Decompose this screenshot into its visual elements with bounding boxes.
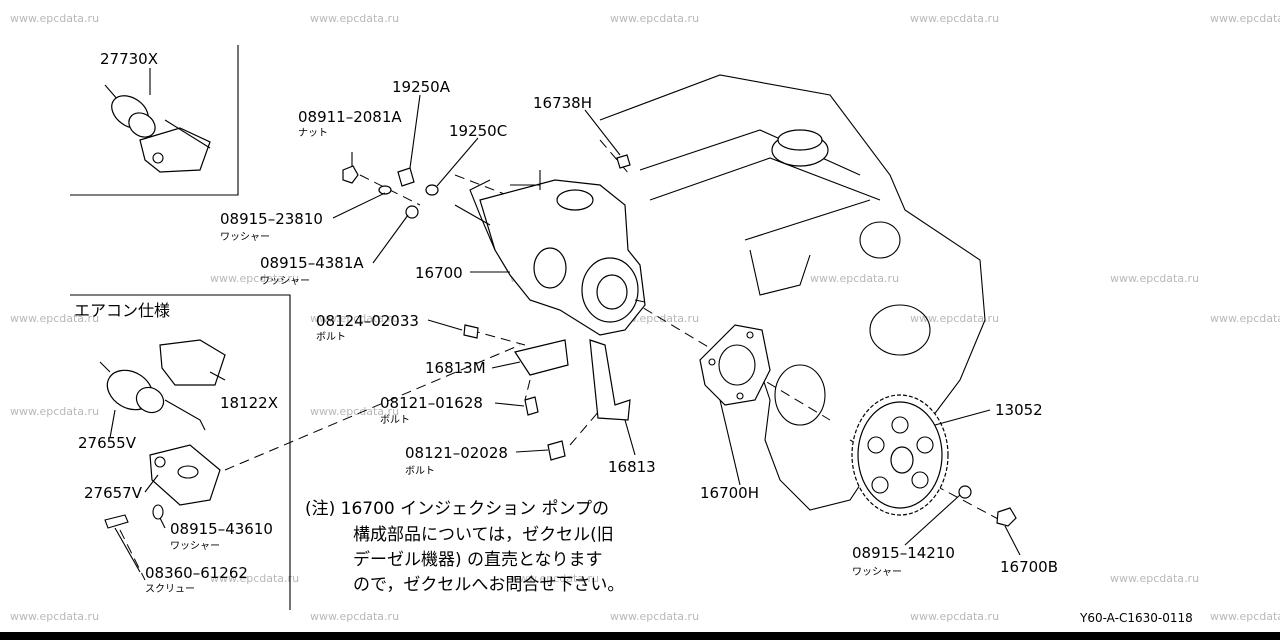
part-label: 08915–4381A bbox=[260, 254, 364, 272]
watermark: www.epcdata.ru bbox=[10, 610, 99, 623]
leader-lines bbox=[109, 68, 1021, 573]
watermark: www.epcdata.ru bbox=[1210, 312, 1280, 325]
part-label: 16813M bbox=[425, 359, 486, 377]
watermark: www.epcdata.ru bbox=[1110, 572, 1199, 585]
part-label: 16700H bbox=[700, 484, 759, 502]
watermark: www.epcdata.ru bbox=[210, 272, 299, 285]
watermark: www.epcdata.ru bbox=[910, 312, 999, 325]
inset-title: エアコン仕様 bbox=[74, 301, 170, 320]
note-line: 構成部品については，ゼクセル(旧 bbox=[353, 525, 614, 545]
watermark: www.epcdata.ru bbox=[10, 12, 99, 25]
bottom-border bbox=[0, 632, 1280, 640]
part-label: 19250C bbox=[449, 122, 507, 140]
watermark: www.epcdata.ru bbox=[210, 572, 299, 585]
watermark: www.epcdata.ru bbox=[310, 610, 399, 623]
part-sublabel: スクリュー bbox=[145, 583, 195, 595]
watermark: www.epcdata.ru bbox=[1210, 610, 1280, 623]
injection-pump-drawing bbox=[454, 170, 646, 336]
watermark: www.epcdata.ru bbox=[310, 12, 399, 25]
part-label: 18122X bbox=[220, 394, 278, 412]
note-block: (注) 16700 インジェクション ポンプの 構成部品については，ゼクセル(旧… bbox=[305, 499, 624, 595]
part-label: 27655V bbox=[78, 434, 137, 452]
aircon-parts-drawing bbox=[99, 339, 226, 529]
diagram-code: Y60-A-C1630-0118 bbox=[1079, 611, 1193, 625]
part-labels: 27730X 19250A 08911–2081A ナット 19250C 167… bbox=[78, 50, 1058, 595]
part-label: 27730X bbox=[100, 50, 158, 68]
part-sublabel: ボルト bbox=[380, 414, 410, 426]
part-sublabel: ナット bbox=[298, 127, 328, 139]
part-sublabel: ワッシャー bbox=[220, 232, 270, 243]
part-label: 08121–02028 bbox=[405, 444, 508, 462]
watermark: www.epcdata.ru bbox=[310, 312, 399, 325]
note-line: (注) 16700 インジェクション ポンプの bbox=[305, 499, 609, 519]
top-inset bbox=[70, 45, 239, 196]
part-sublabel: ワッシャー bbox=[852, 567, 902, 578]
watermark: www.epcdata.ru bbox=[810, 272, 899, 285]
part-label: 08360–61262 bbox=[145, 564, 248, 582]
watermark: www.epcdata.ru bbox=[610, 610, 699, 623]
aircon-inset: エアコン仕様 bbox=[70, 294, 291, 610]
note-line: デーゼル機器) の直売となります bbox=[353, 549, 603, 570]
actuator-27730x-drawing bbox=[104, 84, 211, 173]
part-sublabel: ボルト bbox=[316, 331, 346, 343]
hardware-drawing bbox=[342, 154, 1017, 527]
part-label: 16700B bbox=[1000, 558, 1058, 576]
note-line: ので，ゼクセルへお問合せ下さい。 bbox=[353, 575, 624, 595]
part-label: 08915–43610 bbox=[170, 520, 273, 538]
part-label: 08915–14210 bbox=[852, 544, 955, 562]
gear-13052-drawing bbox=[851, 394, 949, 516]
part-label: 13052 bbox=[995, 401, 1043, 419]
watermark: www.epcdata.ru bbox=[10, 405, 99, 418]
watermark: www.epcdata.ru bbox=[10, 312, 99, 325]
watermark: www.epcdata.ru bbox=[910, 610, 999, 623]
part-sublabel: ワッシャー bbox=[260, 276, 310, 287]
watermark: www.epcdata.ru bbox=[910, 12, 999, 25]
part-label: 08121–01628 bbox=[380, 394, 483, 412]
watermark: www.epcdata.ru bbox=[1210, 12, 1280, 25]
watermark: www.epcdata.ru bbox=[610, 12, 699, 25]
part-label: 27657V bbox=[84, 484, 143, 502]
part-sublabel: ボルト bbox=[405, 465, 435, 477]
part-label: 16813 bbox=[608, 458, 656, 476]
part-label: 16738H bbox=[533, 94, 592, 112]
part-label: 08911–2081A bbox=[298, 108, 402, 126]
part-sublabel: ワッシャー bbox=[170, 541, 220, 552]
watermark: www.epcdata.ru bbox=[310, 405, 399, 418]
part-label: 08915–23810 bbox=[220, 210, 323, 228]
part-label: 08124–02033 bbox=[316, 312, 419, 330]
watermark: www.epcdata.ru bbox=[1110, 272, 1199, 285]
gasket-16700h-drawing bbox=[699, 324, 771, 406]
watermark: www.epcdata.ru bbox=[510, 572, 599, 585]
part-label: 19250A bbox=[392, 78, 451, 96]
part-label: 16700 bbox=[415, 264, 463, 282]
